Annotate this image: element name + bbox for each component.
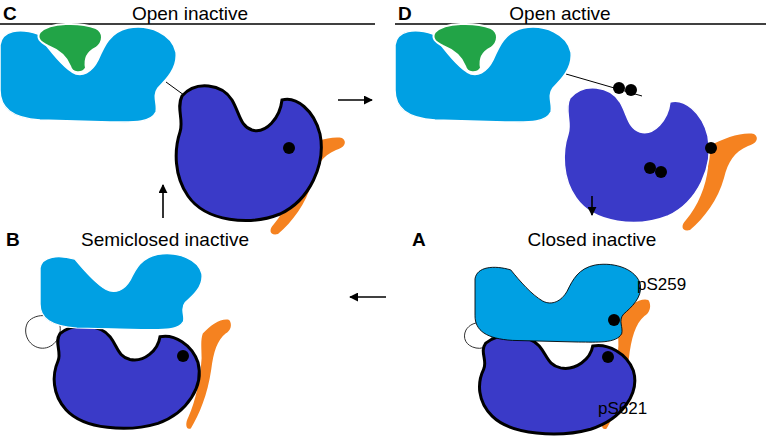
panel-letter: C: [3, 4, 17, 23]
phosphate-dot: [177, 350, 189, 362]
kinase-domain: [480, 336, 635, 434]
phosphate-dot: [283, 142, 295, 154]
panel-title: Open active: [509, 4, 610, 23]
panel-letter: A: [412, 230, 426, 249]
phosphate-dot: [705, 142, 717, 154]
panel-node: C Open inactive: [0, 0, 338, 185]
site-label: pS621: [598, 400, 647, 417]
panel-node: A Closed inactive: [386, 215, 766, 436]
kinase-domain: [176, 86, 321, 221]
ras-protein: [38, 24, 102, 72]
panel-node: D Open active: [372, 0, 766, 196]
phosphate-dot: [602, 351, 614, 363]
phosphate-dot: [644, 162, 656, 174]
phosphate-dot: [625, 84, 637, 96]
cycle-arrow: [338, 99, 372, 101]
cycle-arrow: [162, 185, 164, 218]
kinase-domain: [564, 88, 709, 223]
regulatory-domain: [475, 264, 641, 342]
ras-protein: [433, 24, 497, 72]
site-label: pS259: [637, 276, 686, 293]
kinase-domain: [54, 326, 199, 428]
phosphate-dot: [613, 82, 625, 94]
phosphate-dot: [655, 166, 667, 178]
panel-letter: B: [6, 230, 20, 249]
panel-letter: D: [398, 4, 412, 23]
regulatory-domain: [40, 254, 202, 330]
panel-title: Open inactive: [132, 4, 248, 23]
panel-title: Semiclosed inactive: [81, 230, 249, 249]
phosphate-dot: [608, 314, 620, 326]
cycle-arrow: [350, 296, 386, 298]
panel-title: Closed inactive: [528, 230, 657, 249]
cycle-arrow: [591, 196, 593, 215]
panel-node: B Semiclosed inactive: [0, 218, 350, 436]
